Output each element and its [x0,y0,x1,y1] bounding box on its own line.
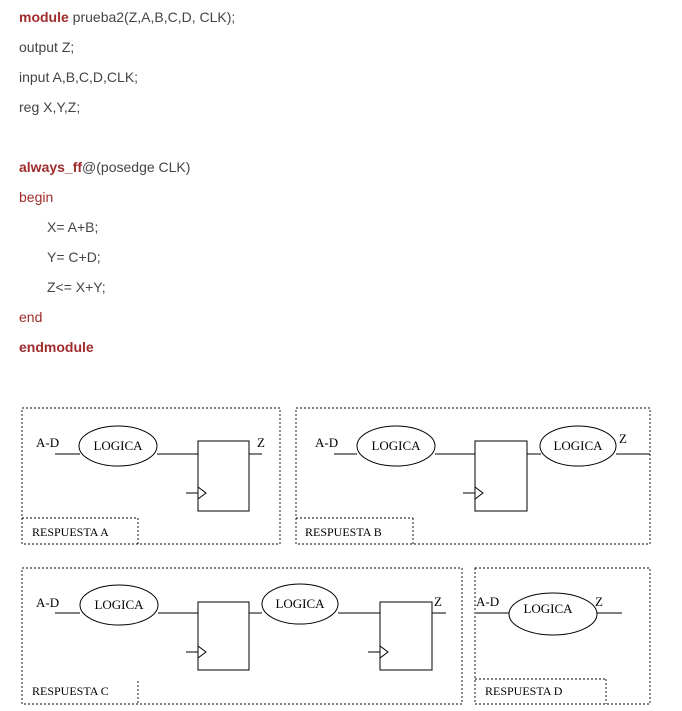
output-label: Z [257,435,265,450]
clock-marker [379,645,389,659]
code-line-x: X= A+B; [47,219,99,235]
panel-label: RESPUESTA C [32,684,109,698]
output-label: Z [595,594,603,609]
output-label: Z [434,594,442,609]
logic-label: LOGICA [553,438,603,453]
logic-label: LOGICA [94,597,144,612]
input-label: A-D [476,594,499,609]
panel-respuesta-c: RESPUESTA C A-D LOGICA LOGICA Z [21,567,463,705]
flip-flop [474,440,528,512]
panel-respuesta-d: RESPUESTA D A-D LOGICA Z [474,567,651,705]
flip-flop [197,601,250,671]
code-line-z: Z<= X+Y; [47,279,106,295]
logic-label: LOGICA [275,596,325,611]
code-line-input: input A,B,C,D,CLK; [19,69,139,85]
logic-block [539,425,617,467]
panel-label: RESPUESTA A [32,525,109,539]
flip-flop [197,440,250,512]
code-line-endmodule: endmodule [19,339,94,355]
panel-label: RESPUESTA B [305,525,382,539]
code-line-output: output Z; [19,39,75,55]
input-label: A-D [315,435,338,450]
panel-border [21,407,281,545]
panel-respuesta-b: RESPUESTA B A-D LOGICA LOGICA Z [295,407,651,545]
flip-flop [379,601,433,671]
code-line-reg: reg X,Y,Z; [19,99,81,115]
code-line-module: module prueba2(Z,A,B,C,D, CLK); [19,7,235,27]
panel-border [21,567,463,705]
panel-respuesta-a: RESPUESTA A A-D LOGICA Z [21,407,281,545]
logic-block [78,425,158,467]
panel-border [295,407,651,545]
logic-block [79,584,159,626]
logic-label: LOGICA [523,601,573,616]
output-label: Z [619,431,627,446]
logic-label: LOGICA [371,438,421,453]
logic-block [261,583,339,625]
logic-block [508,592,598,636]
code-text: prueba2(Z,A,B,C,D, CLK); [68,9,236,25]
clock-marker [474,486,484,500]
code-text: @(posedge CLK) [82,159,191,175]
code-line-y: Y= C+D; [47,249,101,265]
code-line-always: always_ff@(posedge CLK) [19,157,190,177]
code-line-begin: begin [19,189,54,205]
clock-marker [197,486,207,500]
code-line-end: end [19,309,43,325]
clock-marker [197,645,207,659]
keyword-module: module [19,9,69,25]
input-label: A-D [36,435,59,450]
panel-label: RESPUESTA D [485,684,563,698]
input-label: A-D [36,595,59,610]
panel-border [474,567,651,705]
logic-label: LOGICA [93,438,143,453]
logic-block [356,425,436,467]
keyword-always-ff: always_ff [19,159,83,175]
